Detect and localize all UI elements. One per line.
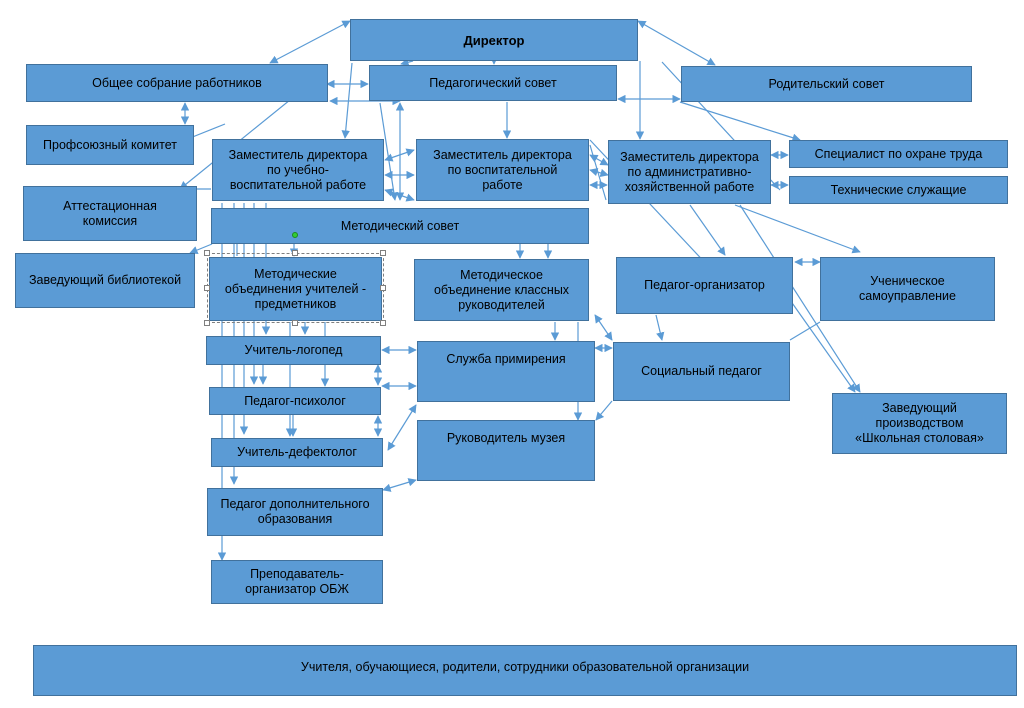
connector-arrow xyxy=(387,404,417,451)
connector-arrow xyxy=(655,314,665,341)
ped-council-label: Педагогический совет xyxy=(429,75,557,90)
connector-arrow xyxy=(189,123,226,139)
social-ped-box[interactable]: Социальный педагог xyxy=(613,342,790,401)
method-council-box[interactable]: Методический совет xyxy=(211,208,589,244)
attestation-box[interactable]: Аттестационная комиссия xyxy=(23,186,197,241)
selection-handle[interactable] xyxy=(380,285,386,291)
subject-teachers-box[interactable]: Методические объединения учителей - пред… xyxy=(209,257,382,321)
obzh-box[interactable]: Преподаватель- организатор ОБЖ xyxy=(211,560,383,604)
connector-arrow xyxy=(789,321,821,341)
canteen-label: Заведующий производством «Школьная столо… xyxy=(855,401,984,445)
psychologist-box[interactable]: Педагог-психолог xyxy=(209,387,381,415)
connector-arrow xyxy=(269,20,351,64)
attestation-label: Аттестационная комиссия xyxy=(63,198,157,228)
deputy-admin-label: Заместитель директора по административно… xyxy=(620,149,759,194)
defectologist-label: Учитель-дефектолог xyxy=(237,445,357,459)
student-gov-box[interactable]: Ученическое самоуправление xyxy=(820,257,995,321)
connector-arrow xyxy=(589,144,607,201)
mediation-label: Служба примирения xyxy=(446,352,566,366)
speech-therapist-box[interactable]: Учитель-логопед xyxy=(206,336,381,365)
selection-handle[interactable] xyxy=(204,250,210,256)
connector-arrow xyxy=(679,101,801,142)
tech-staff-box[interactable]: Технические служащие xyxy=(789,176,1008,204)
general-meeting-box[interactable]: Общее собрание работников xyxy=(26,64,328,102)
subject-teachers-label: Методические объединения учителей - пред… xyxy=(224,266,367,311)
connector-arrow xyxy=(384,188,415,202)
director-box[interactable]: Директор xyxy=(350,19,638,61)
connector-arrow xyxy=(595,400,613,421)
selection-handle[interactable] xyxy=(292,250,298,256)
labor-safety-label: Специалист по охране труда xyxy=(814,146,983,161)
connector-arrow xyxy=(341,62,353,139)
student-gov-label: Ученическое самоуправление xyxy=(859,274,956,303)
trade-union-label: Профсоюзный комитет xyxy=(43,137,177,152)
class-teachers-label: Методическое объединение классных руково… xyxy=(433,267,570,312)
additional-ed-box[interactable]: Педагог дополнительного образования xyxy=(207,488,383,536)
connector-arrow xyxy=(589,167,609,178)
method-council-label: Методический совет xyxy=(340,218,460,233)
connector-arrow xyxy=(189,243,213,255)
connector-arrow xyxy=(689,204,726,256)
connector-arrow xyxy=(384,148,415,162)
defectologist-box[interactable]: Учитель-дефектолог xyxy=(211,438,383,467)
labor-safety-box[interactable]: Специалист по охране труда xyxy=(789,140,1008,168)
deputy-educational-box[interactable]: Заместитель директора по учебно- воспита… xyxy=(212,139,384,201)
deputy-upbringing-box[interactable]: Заместитель директора по воспитательной … xyxy=(416,139,589,201)
general-meeting-label: Общее собрание работников xyxy=(92,75,262,90)
trade-union-box[interactable]: Профсоюзный комитет xyxy=(26,125,194,165)
selection-handle[interactable] xyxy=(204,285,210,291)
selection-handle[interactable] xyxy=(292,320,298,326)
mediation-box[interactable]: Служба примирения xyxy=(417,341,595,402)
ped-council-box[interactable]: Педагогический совет xyxy=(369,65,617,101)
ped-organizer-label: Педагог-организатор xyxy=(644,278,765,292)
parent-council-label: Родительский совет xyxy=(768,76,885,91)
connector-arrow xyxy=(789,299,856,393)
museum-box[interactable]: Руководитель музея xyxy=(417,420,595,481)
librarian-box[interactable]: Заведующий библиотекой xyxy=(15,253,195,308)
selection-handle[interactable] xyxy=(204,320,210,326)
connector-arrow xyxy=(594,314,613,341)
selection-handle[interactable] xyxy=(380,250,386,256)
canteen-box[interactable]: Заведующий производством «Школьная столо… xyxy=(832,393,1007,454)
deputy-upbringing-label: Заместитель директора по воспитательной … xyxy=(433,147,572,192)
connector-arrow xyxy=(400,58,414,67)
librarian-label: Заведующий библиотекой xyxy=(28,273,182,287)
obzh-label: Преподаватель- организатор ОБЖ xyxy=(245,567,349,596)
selection-handle[interactable] xyxy=(380,320,386,326)
parent-council-box[interactable]: Родительский совет xyxy=(681,66,972,102)
social-ped-label: Социальный педагог xyxy=(641,364,762,378)
connector-arrow xyxy=(637,20,716,66)
tech-staff-label: Технические служащие xyxy=(830,182,967,197)
deputy-educational-label: Заместитель директора по учебно- воспита… xyxy=(228,147,368,192)
psychologist-label: Педагог-психолог xyxy=(244,393,346,408)
ped-organizer-box[interactable]: Педагог-организатор xyxy=(616,257,793,314)
additional-ed-label: Педагог дополнительного образования xyxy=(220,497,370,526)
connector-arrow xyxy=(382,478,417,492)
class-teachers-box[interactable]: Методическое объединение классных руково… xyxy=(414,259,589,321)
museum-label: Руководитель музея xyxy=(446,431,566,445)
bottom-banner[interactable]: Учителя, обучающиеся, родители, сотрудни… xyxy=(33,645,1017,696)
rotation-handle[interactable] xyxy=(292,232,298,238)
director-label: Директор xyxy=(463,32,525,48)
connector-arrow xyxy=(739,204,861,393)
selection-frame xyxy=(207,253,384,323)
speech-therapist-label: Учитель-логопед xyxy=(244,343,343,357)
connector-arrow xyxy=(734,204,861,254)
deputy-admin-box[interactable]: Заместитель директора по административно… xyxy=(608,140,771,204)
bottom-banner-label: Учителя, обучающиеся, родители, сотрудни… xyxy=(300,660,750,674)
